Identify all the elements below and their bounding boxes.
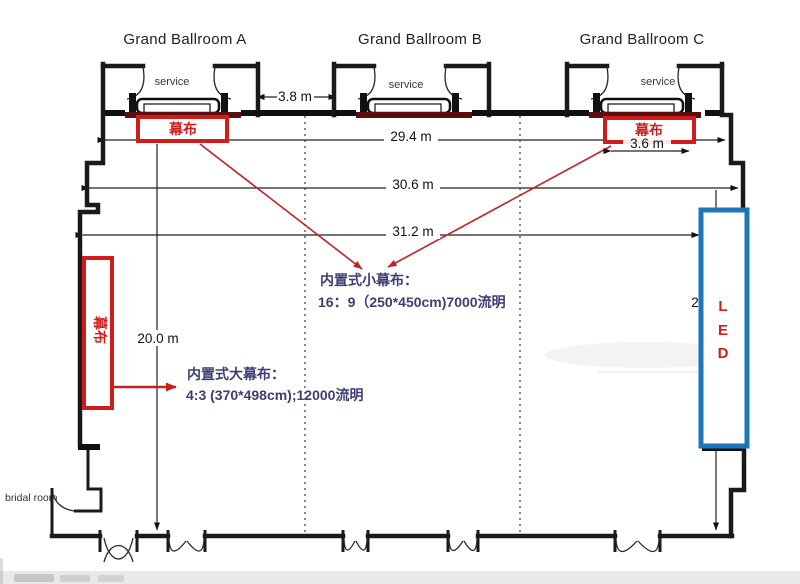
door-posts (98, 530, 662, 552)
right-wall-steps (719, 61, 746, 215)
stage-housing (599, 97, 685, 115)
dimension-31-2-label: 31.2 m (392, 224, 433, 239)
led-letter-e: E (718, 322, 728, 339)
stage-housing (366, 97, 452, 115)
led-letter-l: L (718, 298, 727, 315)
alcove-a-walls (100, 61, 261, 118)
dimension-label-bg (132, 330, 184, 346)
entry-door-arcs (343, 538, 368, 551)
curtain-box-a (136, 115, 229, 143)
dimension-29-4-label: 29.4 m (390, 129, 431, 144)
led-box (698, 207, 750, 449)
stage-jamb (452, 93, 459, 113)
top-wall-structure (100, 61, 725, 118)
stage-jamb (221, 93, 228, 113)
ballroom-a-title: Grand Ballroom A (123, 31, 246, 48)
stage-jamb (360, 93, 367, 113)
small-screen-note-spec: 16：9（250*450cm)7000流明 (318, 294, 506, 310)
screen-bar-c (589, 112, 701, 118)
curtain-left-label: 幕布 (92, 315, 108, 344)
curtain-c-label: 幕布 (634, 122, 663, 138)
dimension-3-8-label: 3.8 m (278, 89, 312, 104)
dimension-30-6-label: 30.6 m (392, 177, 433, 192)
arrow-curtain-a-to-note (199, 143, 363, 270)
stage-jamb (129, 93, 136, 113)
large-screen-note-title: 内置式大幕布： (187, 366, 285, 382)
bridal-room-label: bridal room (5, 492, 58, 504)
entry-door-arcs (615, 538, 660, 553)
dimension-label-bg (386, 177, 440, 192)
ballroom-c-title: Grand Ballroom C (580, 31, 705, 48)
ballroom-b-alcove (331, 61, 492, 118)
ballroom-c-alcove (564, 61, 725, 118)
entry-door-arcs (168, 538, 205, 552)
dimension-3-6: 3.6 m (603, 136, 690, 154)
annotation-arrows (113, 143, 612, 392)
bottom-wall (49, 530, 735, 563)
right-wall-lower (728, 448, 747, 539)
entry-door-arcs (448, 538, 478, 552)
large-screen-note-spec: 4:3 (370*498cm);12000流明 (186, 387, 363, 403)
service-label-a: service (155, 76, 190, 88)
annotation-notes: 内置式小幕布： 16：9（250*450cm)7000流明 内置式大幕布： 4:… (186, 272, 506, 403)
ballroom-a-alcove (100, 61, 261, 118)
curtain-box-left (82, 256, 114, 410)
scan-artifacts (0, 342, 800, 584)
room-titles: Grand Ballroom A Grand Ballroom B Grand … (5, 31, 704, 504)
dimension-label-bg (386, 224, 440, 239)
screen-bar-b (356, 112, 472, 118)
service-label-c: service (641, 76, 676, 88)
stage-jamb (593, 93, 600, 113)
dimension-20-0-label: 20.0 m (137, 331, 178, 346)
led-letter-d: D (718, 345, 729, 362)
left-wall-steps (77, 61, 106, 448)
small-screen-note-title: 内置式小幕布： (320, 272, 418, 288)
ballroom-b-title: Grand Ballroom B (358, 31, 482, 48)
dimension-label-bg (623, 136, 671, 150)
dimension-labels: 3.8 m 29.4 m 30.6 m 31.2 m 20.0 m 2 (132, 89, 699, 346)
alcove-b-walls (331, 61, 492, 118)
led-wall: L E D (698, 207, 750, 449)
arrow-curtain-c-to-note (387, 145, 612, 268)
stage-housing (135, 97, 221, 115)
left-wall (50, 61, 106, 536)
service-label-b: service (389, 79, 424, 91)
alcove-c-walls (564, 61, 725, 118)
bridal-room-inner-wall (74, 450, 103, 513)
partition-lines (304, 116, 521, 534)
dimension-lines (75, 94, 739, 531)
double-door-arcs (103, 537, 134, 563)
dimension-3-6-label: 3.6 m (630, 136, 664, 151)
dimension-label-bg (384, 129, 438, 144)
dimension-right-partial-label: 2 (691, 295, 699, 310)
stage-jamb (685, 93, 692, 113)
curtain-a-label: 幕布 (168, 121, 197, 137)
